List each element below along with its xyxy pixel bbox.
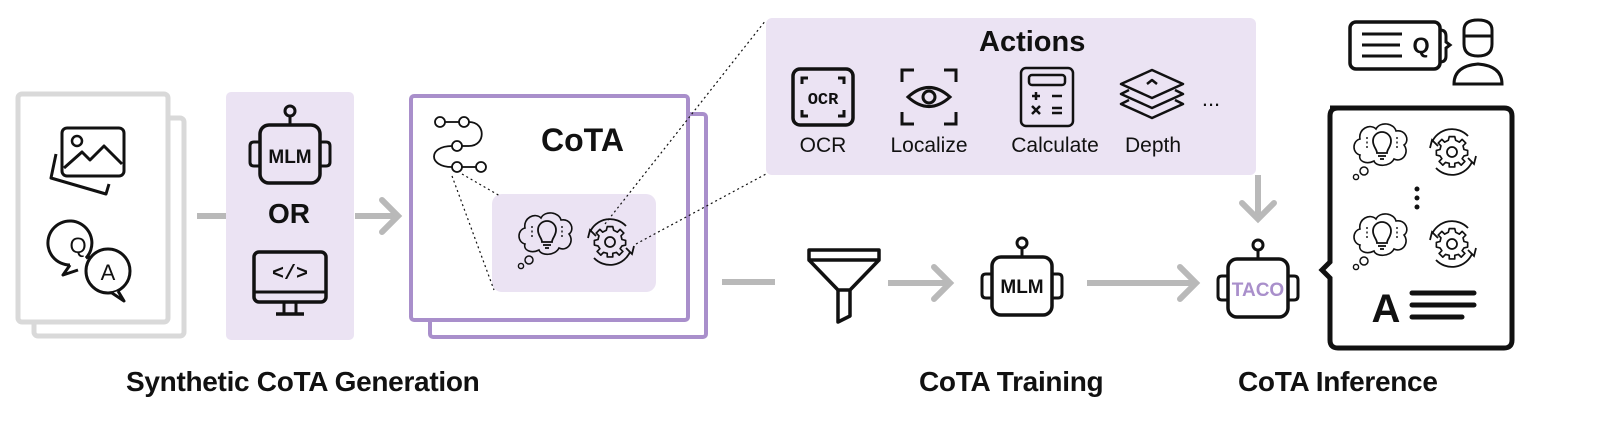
- action-label-depth: Depth: [1124, 134, 1182, 157]
- action-label-ocr: OCR: [799, 134, 847, 157]
- filter-icon: [807, 248, 881, 324]
- caption-training: CoTA Training: [919, 366, 1104, 397]
- cota-title: CoTA: [541, 122, 624, 158]
- action-label-calculate: Calculate: [1011, 134, 1099, 157]
- question-answer-icon: Q A: [46, 219, 132, 303]
- inference-response-box: [1318, 105, 1515, 351]
- svg-text:MLM: MLM: [268, 147, 311, 168]
- layers-icon: [1119, 68, 1185, 120]
- svg-text:A: A: [101, 260, 116, 285]
- answer-icon: A: [1372, 287, 1477, 331]
- svg-text:A: A: [1372, 287, 1401, 331]
- vertical-ellipsis-icon: [1414, 186, 1420, 210]
- more-actions-ellipsis: ...: [1201, 86, 1221, 111]
- eye-focus-icon: [900, 68, 958, 126]
- ocr-scan-icon: OCR: [791, 67, 855, 127]
- user-query-icon: Q: [1348, 18, 1504, 86]
- flow-arrow-5: [1087, 264, 1201, 302]
- thought-action-panel: [492, 194, 656, 292]
- actions-panel: [766, 18, 1256, 175]
- svg-text:OCR: OCR: [808, 91, 839, 110]
- zoom-connector-lines: [451, 19, 767, 291]
- generator-panel: [226, 92, 354, 340]
- svg-text:Q: Q: [1412, 33, 1429, 58]
- svg-text:TACO: TACO: [1232, 280, 1284, 301]
- svg-text:MLM: MLM: [1000, 277, 1043, 298]
- caption-inference: CoTA Inference: [1238, 366, 1438, 397]
- image-icon: [49, 126, 126, 196]
- or-label: OR: [268, 198, 310, 229]
- flow-arrow-4: [888, 264, 955, 302]
- calculator-icon: [1019, 66, 1075, 128]
- svg-text:Q: Q: [69, 233, 86, 258]
- caption-generation: Synthetic CoTA Generation: [126, 366, 480, 397]
- mlm-robot-icon: MLM: [248, 104, 332, 185]
- actions-to-taco-arrow: [1239, 175, 1277, 224]
- flow-arrow-2: [355, 197, 403, 235]
- training-mlm-robot-icon: MLM: [980, 236, 1064, 317]
- taco-robot-icon: TACO: [1216, 238, 1300, 319]
- actions-title: Actions: [979, 26, 1086, 58]
- program-monitor-icon: </>: [252, 250, 328, 316]
- svg-text:</>: </>: [272, 263, 308, 286]
- action-label-localize: Localize: [890, 134, 968, 157]
- chain-flow-icon: [433, 116, 487, 173]
